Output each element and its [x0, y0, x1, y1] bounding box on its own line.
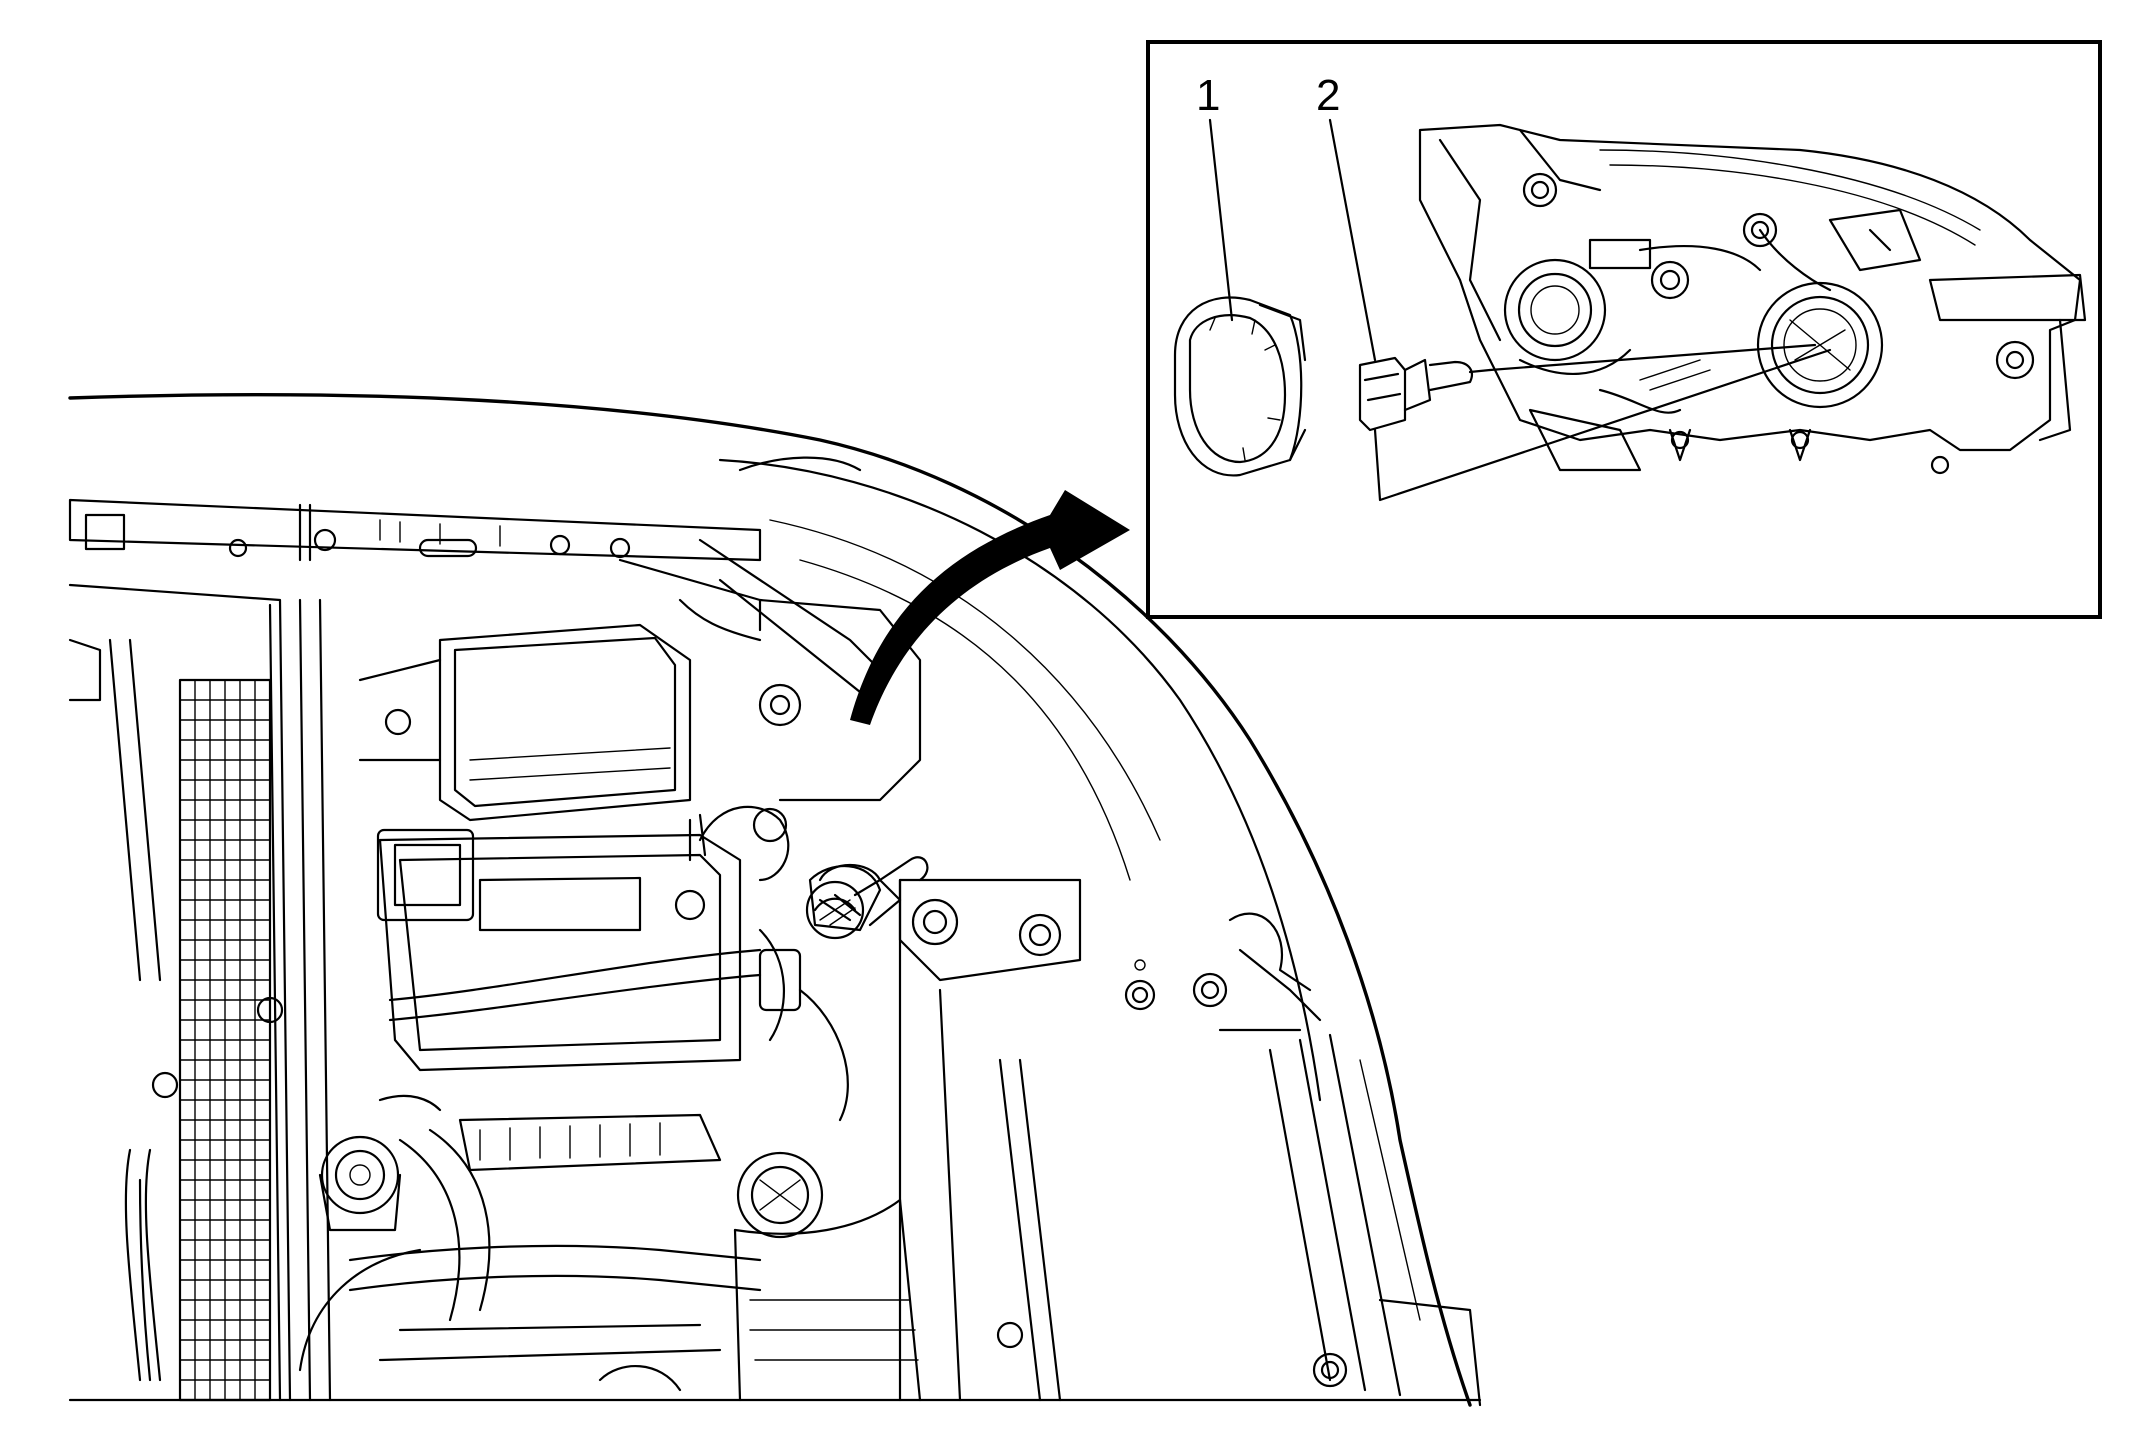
engine-bay-view	[68, 392, 1482, 1407]
battery	[376, 813, 762, 1072]
leader-line-1	[1208, 118, 1234, 322]
detail-arrow	[850, 490, 1130, 725]
headlamp-mount-bracket	[758, 598, 1348, 1402]
headlamp-assembly	[1418, 123, 2087, 475]
radiator-support-bar	[68, 498, 762, 632]
headlamp-dust-cover	[1173, 296, 1307, 477]
fuse-block	[358, 623, 692, 822]
grille-mesh	[179, 679, 271, 1401]
callout-leaders	[1208, 118, 1832, 502]
headlamp-socket-opening	[1756, 281, 1884, 409]
detail-inset: 1 2	[1146, 40, 2102, 619]
leader-line-2-to-socket	[1373, 348, 1832, 502]
callout-label-2: 2	[1316, 71, 1340, 120]
strut-rod	[678, 538, 882, 727]
headlamp-bulb	[1358, 356, 1492, 432]
inset-frame	[1146, 40, 2102, 619]
fender-outline	[68, 392, 1482, 1407]
radiator-grille	[68, 583, 332, 1402]
reservoir-cap-left	[318, 1135, 402, 1232]
callout-label-1: 1	[1196, 71, 1220, 120]
washer-fluid-cap	[805, 863, 902, 940]
bulb-axis-line	[1488, 343, 1817, 372]
harness-and-hoses	[348, 805, 929, 1392]
leader-line-2	[1328, 118, 1377, 362]
lower-hose	[138, 1094, 442, 1382]
reservoir-lower	[733, 1151, 922, 1402]
